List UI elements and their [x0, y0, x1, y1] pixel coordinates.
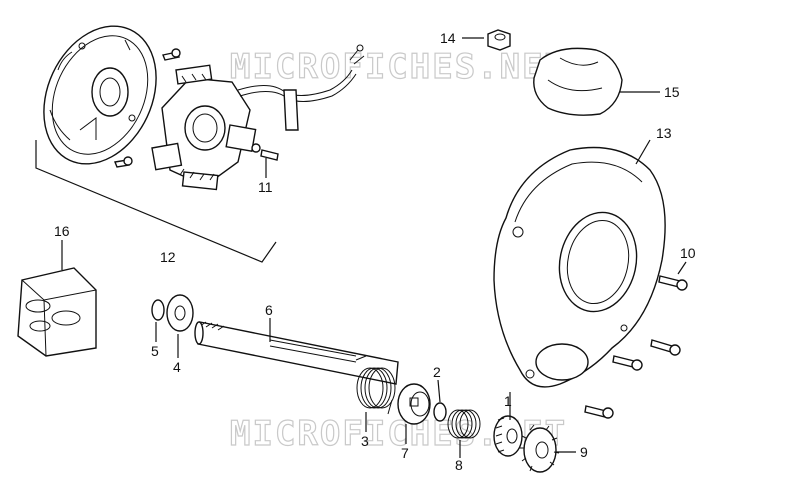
callout-5: 5	[151, 343, 159, 359]
kickstart-spring[interactable]	[355, 355, 396, 415]
callout-1: 1	[504, 393, 512, 409]
callout-14: 14	[440, 30, 456, 46]
leader-13	[635, 139, 651, 165]
watermark-top: MICROFICHES.NET	[230, 47, 567, 87]
ratchet-spring[interactable]	[447, 409, 481, 439]
cover-screw-4[interactable]	[584, 405, 614, 419]
callout-12: 12	[160, 249, 176, 265]
stator-plate[interactable]	[22, 8, 177, 182]
callout-10: 10	[680, 245, 696, 261]
callout-13: 13	[656, 125, 672, 141]
circlip[interactable]	[151, 299, 165, 321]
callout-9: 9	[580, 444, 588, 460]
grease-pouch[interactable]	[533, 47, 623, 116]
stator-wiring-harness[interactable]	[237, 44, 365, 131]
ratchet[interactable]	[397, 383, 431, 425]
callout-2: 2	[433, 364, 441, 380]
plate-screw-lower[interactable]	[114, 156, 133, 168]
flywheel-cover[interactable]	[493, 146, 666, 388]
cover-screw-3[interactable]	[612, 355, 643, 371]
idle-gear[interactable]	[519, 424, 560, 473]
callout-16: 16	[54, 223, 70, 239]
thrust-washer[interactable]	[166, 294, 194, 332]
cover-screw-1[interactable]	[658, 275, 688, 291]
callout-7: 7	[401, 445, 409, 461]
callout-11: 11	[258, 179, 273, 195]
kickstart-shaft[interactable]	[194, 321, 399, 385]
gasket-kit[interactable]	[17, 267, 97, 357]
leader-10	[677, 261, 687, 275]
callout-4: 4	[173, 359, 181, 375]
leader-2	[437, 379, 441, 403]
small-washer[interactable]	[433, 402, 447, 422]
callout-3: 3	[361, 433, 369, 449]
callout-15: 15	[664, 84, 680, 100]
nut[interactable]	[487, 29, 511, 51]
cover-screw-2[interactable]	[650, 339, 681, 356]
plate-screw-upper[interactable]	[162, 48, 181, 61]
callout-6: 6	[265, 302, 273, 318]
group-12-bracket	[35, 140, 277, 263]
stator-coil[interactable]	[151, 64, 257, 191]
stator-bolt[interactable]	[251, 143, 279, 161]
callout-8: 8	[455, 457, 463, 473]
kickstart-gear[interactable]	[493, 415, 523, 457]
